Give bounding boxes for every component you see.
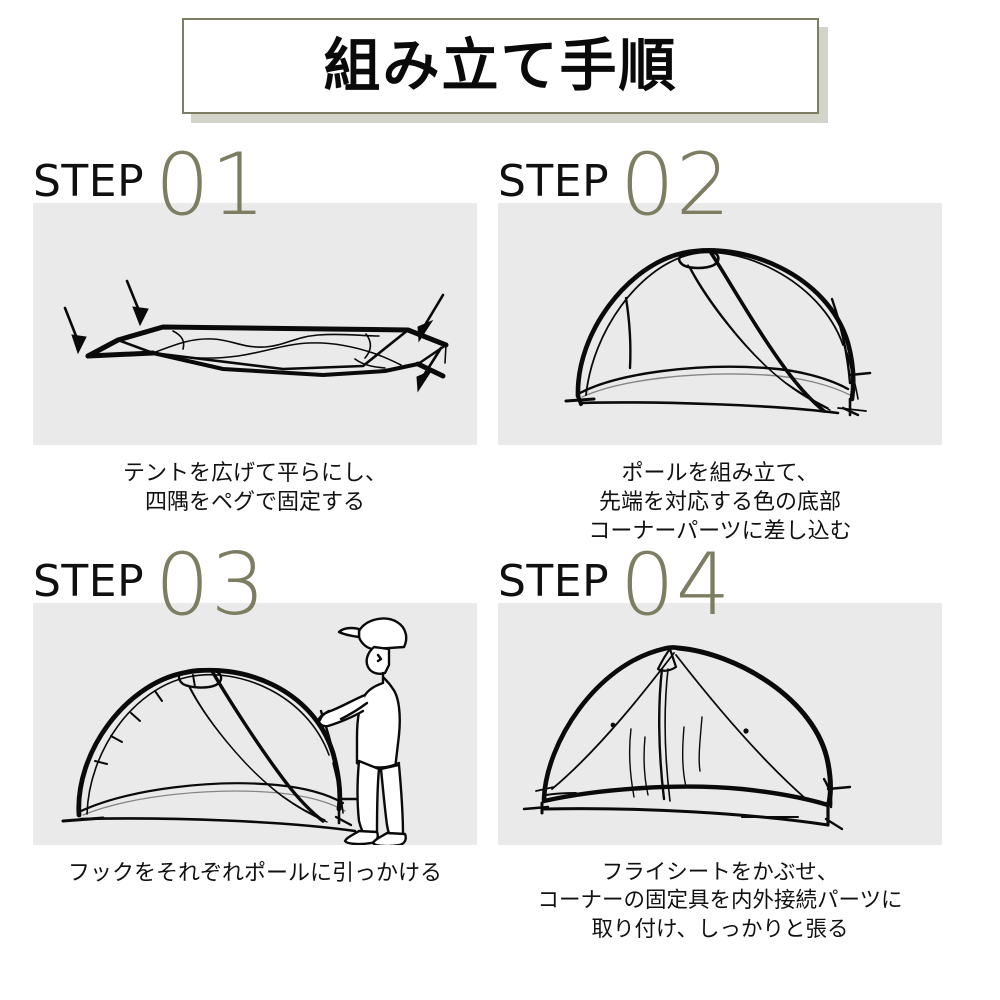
step-header-03: STEP 03	[33, 542, 477, 628]
step-caption-04: フライシートをかぶせ、 コーナーの固定具を内外接続パーツに 取り付け、しっかりと…	[537, 860, 903, 942]
step-illustration-01	[33, 203, 477, 445]
peg-arrow-top-left	[125, 279, 149, 327]
step-card-01: STEP 01	[33, 142, 477, 517]
step-caption-02: ポールを組み立て、 先端を対応する色の底部 コーナーパーツに差し込む	[588, 461, 852, 545]
step-header-01: STEP 01	[33, 142, 477, 228]
step-word-01: STEP	[33, 156, 145, 207]
peg-arrow-right	[416, 346, 443, 393]
step-illustration-03	[33, 603, 477, 845]
step-word-02: STEP	[498, 156, 610, 207]
peg-arrow-left	[63, 306, 87, 355]
step-illustration-04	[498, 603, 942, 845]
page-title: 組み立て手順	[323, 32, 678, 99]
step-card-02: STEP 02	[498, 142, 942, 546]
step-caption-03: フックをそれぞれポールに引っかける	[67, 861, 442, 886]
page-title-banner: 組み立て手順	[182, 18, 828, 123]
step-card-03: STEP 03	[33, 542, 477, 888]
peg-arrow-top-right	[417, 293, 445, 343]
person-figure	[317, 617, 408, 845]
step-word-04: STEP	[498, 556, 610, 607]
step-illustration-02	[498, 203, 942, 445]
step-card-04: STEP 04	[498, 542, 942, 944]
step-caption-01: テントを広げて平らにし、 四隅をペグで固定する	[122, 461, 387, 516]
step-word-03: STEP	[33, 556, 145, 607]
step-header-04: STEP 04	[498, 542, 942, 628]
step-header-02: STEP 02	[498, 142, 942, 228]
title-box: 組み立て手順	[182, 18, 819, 114]
